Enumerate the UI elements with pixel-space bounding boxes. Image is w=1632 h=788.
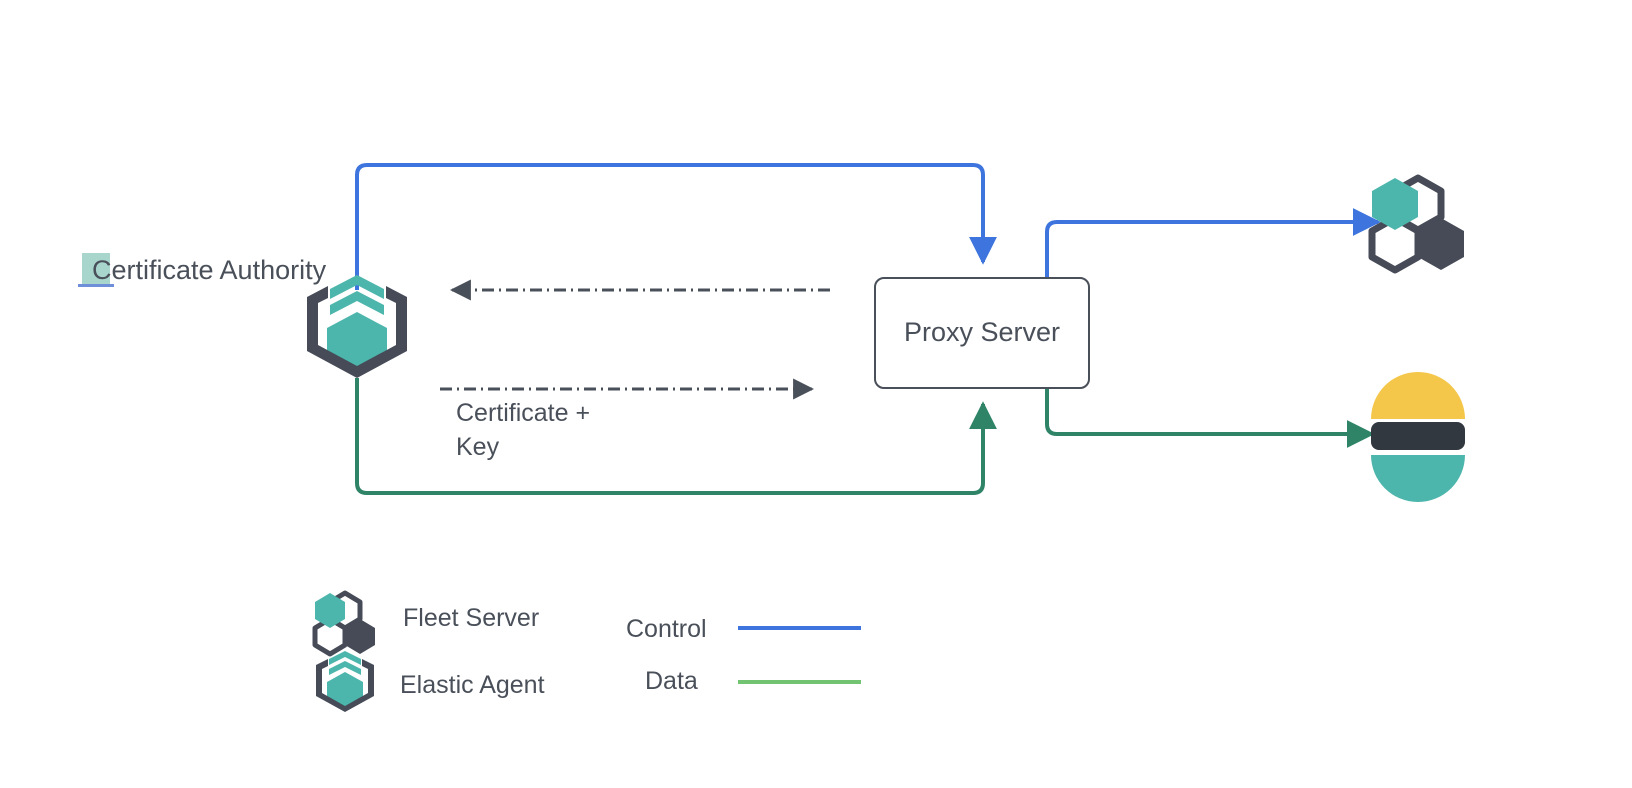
- ca-label-selection-highlight: [82, 253, 110, 286]
- legend-elastic-agent-label: Elastic Agent: [400, 671, 545, 699]
- certificate-authority-label: Certificate Authority: [92, 255, 327, 285]
- certificate-key-label-line2: Key: [456, 433, 500, 461]
- edge-proxy-to-elasticsearch-data: [1045, 389, 1375, 448]
- edge-proxy-to-fleet-control: [1045, 208, 1381, 277]
- legend-fleet-server-label: Fleet Server: [403, 604, 540, 632]
- elastic-agent-icon: [307, 275, 407, 378]
- certificate-key-label-line1: Certificate +: [456, 399, 591, 427]
- proxy-server-node[interactable]: [874, 277, 1090, 389]
- legend-fleet-server-icon: [312, 590, 375, 657]
- legend-control-label: Control: [626, 615, 707, 643]
- ca-label-selection-underline: [78, 284, 114, 287]
- edge-ca-to-proxy-data: [355, 378, 997, 495]
- legend-data-label: Data: [645, 667, 698, 695]
- elasticsearch-icon: [1371, 372, 1465, 502]
- legend-elastic-agent-icon: [316, 651, 374, 712]
- proxy-server-label: Proxy Server: [903, 317, 1061, 347]
- edge-ca-to-proxy-control: [355, 163, 997, 290]
- fleet-server-icon: [1368, 174, 1464, 274]
